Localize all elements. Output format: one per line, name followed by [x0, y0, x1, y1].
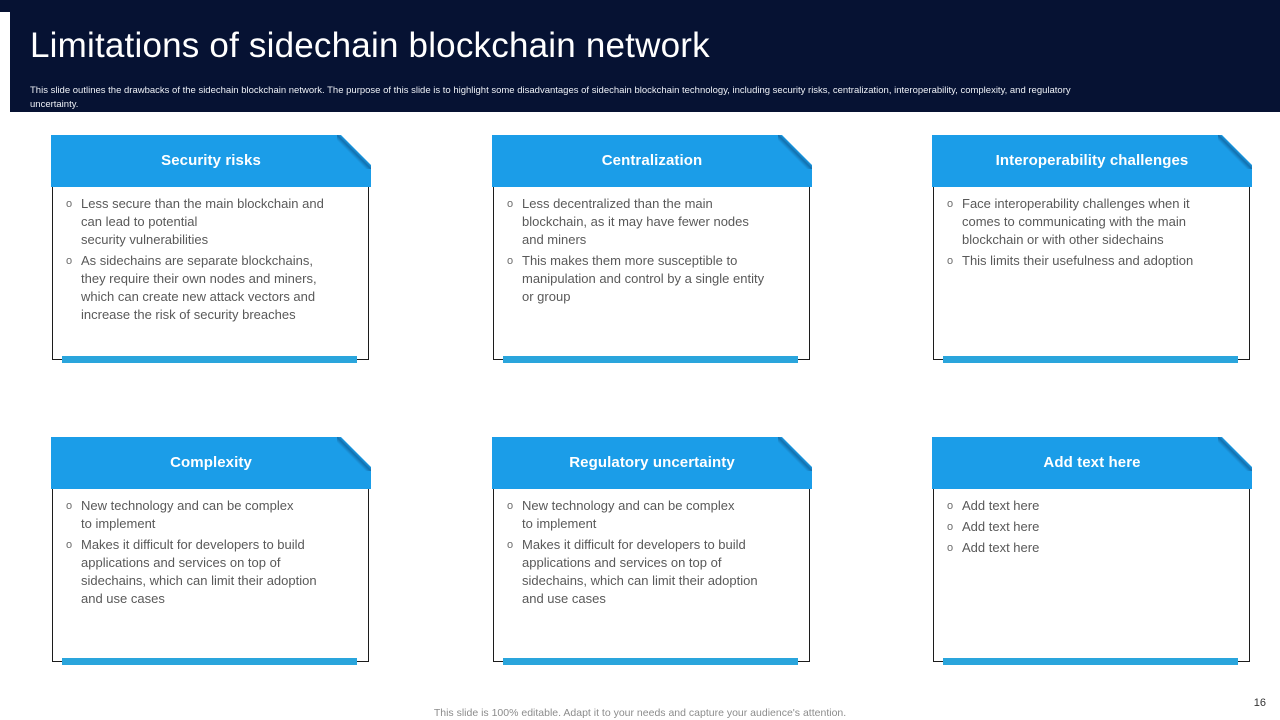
card-header: Interoperability challenges — [932, 135, 1252, 187]
bullet-text-placeholder[interactable]: Add text here — [962, 519, 1040, 534]
bullet-text: Makes it difficult for developers to bui… — [81, 537, 317, 606]
card-regulatory-uncertainty: Regulatory uncertainty o New technology … — [492, 437, 812, 665]
bullet-item: o New technology and can be complex to i… — [504, 497, 803, 533]
bullet-item: o This limits their usefulness and adopt… — [944, 252, 1243, 270]
bullet-marker: o — [66, 500, 73, 512]
page-title: Limitations of sidechain blockchain netw… — [30, 26, 710, 65]
card-header: Security risks — [51, 135, 371, 187]
bullet-marker: o — [66, 539, 73, 551]
card-security-risks: Security risks o Less secure than the ma… — [51, 135, 371, 363]
card-accent-bar — [503, 658, 798, 665]
card-title: Centralization — [601, 151, 703, 169]
bullet-item: o Less secure than the main blockchain a… — [63, 195, 362, 249]
card-complexity: Complexity o New technology and can be c… — [51, 437, 371, 665]
bullet-text: Makes it difficult for developers to bui… — [522, 537, 758, 606]
card-body: o Face interoperability challenges when … — [933, 187, 1250, 360]
card-body: o Less decentralized than the main block… — [493, 187, 810, 360]
bullet-item-placeholder[interactable]: o Add text here — [944, 539, 1243, 557]
bullet-text: This limits their usefulness and adoptio… — [962, 253, 1194, 268]
card-header: Centralization — [492, 135, 812, 187]
card-accent-bar — [503, 356, 798, 363]
card-title: Complexity — [170, 453, 252, 471]
bullet-item: o Makes it difficult for developers to b… — [63, 536, 362, 608]
bullet-list: o New technology and can be complex to i… — [504, 497, 803, 608]
card-accent-bar — [943, 658, 1238, 665]
page-number: 16 — [1253, 697, 1266, 709]
bullet-text: Less secure than the main blockchain and… — [81, 196, 324, 247]
bullet-text: New technology and can be complex to imp… — [81, 498, 294, 531]
bullet-item: o As sidechains are separate blockchains… — [63, 252, 362, 324]
card-body: o Add text here o Add text here o Add te… — [933, 489, 1250, 662]
bullet-marker: o — [66, 255, 73, 267]
card-header: Regulatory uncertainty — [492, 437, 812, 489]
bullet-text: Face interoperability challenges when it… — [962, 196, 1190, 247]
card-body: o New technology and can be complex to i… — [52, 489, 369, 662]
bullet-marker: o — [947, 500, 954, 512]
bullet-text: This makes them more susceptible to mani… — [522, 253, 765, 304]
bullet-text: As sidechains are separate blockchains, … — [81, 253, 317, 322]
card-body: o New technology and can be complex to i… — [493, 489, 810, 662]
card-add-text-here: Add text here o Add text here o Add text… — [932, 437, 1252, 665]
footer-note: This slide is 100% editable. Adapt it to… — [433, 707, 847, 719]
card-title: Regulatory uncertainty — [569, 453, 735, 471]
card-title-placeholder[interactable]: Add text here — [1043, 453, 1141, 471]
bullet-list: o Less secure than the main blockchain a… — [63, 195, 362, 324]
bullet-text-placeholder[interactable]: Add text here — [962, 540, 1040, 555]
card-header: Add text here — [932, 437, 1252, 489]
bullet-text: Less decentralized than the main blockch… — [522, 196, 749, 247]
card-title: Security risks — [161, 151, 261, 169]
bullet-marker: o — [947, 198, 954, 210]
card-title: Interoperability challenges — [995, 151, 1189, 169]
bullet-text-placeholder[interactable]: Add text here — [962, 498, 1040, 513]
card-header: Complexity — [51, 437, 371, 489]
card-body: o Less secure than the main blockchain a… — [52, 187, 369, 360]
bullet-marker: o — [947, 255, 954, 267]
card-interoperability-challenges: Interoperability challenges o Face inter… — [932, 135, 1252, 363]
bullet-list: o Add text here o Add text here o Add te… — [944, 497, 1243, 557]
bullet-item: o Makes it difficult for developers to b… — [504, 536, 803, 608]
page-subtitle: This slide outlines the drawbacks of the… — [30, 85, 1071, 110]
bullet-item: o Less decentralized than the main block… — [504, 195, 803, 249]
title-band — [0, 0, 1280, 112]
bullet-marker: o — [947, 521, 954, 533]
left-notch — [0, 12, 10, 112]
bullet-item: o Face interoperability challenges when … — [944, 195, 1243, 249]
bullet-list: o Face interoperability challenges when … — [944, 195, 1243, 270]
card-centralization: Centralization o Less decentralized than… — [492, 135, 812, 363]
bullet-marker: o — [947, 542, 954, 554]
bullet-item: o This makes them more susceptible to ma… — [504, 252, 803, 306]
bullet-marker: o — [507, 539, 514, 551]
bullet-text: New technology and can be complex to imp… — [522, 498, 735, 531]
card-accent-bar — [62, 356, 357, 363]
bullet-item: o New technology and can be complex to i… — [63, 497, 362, 533]
card-accent-bar — [62, 658, 357, 665]
bullet-marker: o — [507, 255, 514, 267]
bullet-list: o New technology and can be complex to i… — [63, 497, 362, 608]
card-accent-bar — [943, 356, 1238, 363]
bullet-marker: o — [507, 500, 514, 512]
bullet-item-placeholder[interactable]: o Add text here — [944, 497, 1243, 515]
bullet-marker: o — [507, 198, 514, 210]
bullet-marker: o — [66, 198, 73, 210]
bullet-item-placeholder[interactable]: o Add text here — [944, 518, 1243, 536]
bullet-list: o Less decentralized than the main block… — [504, 195, 803, 306]
